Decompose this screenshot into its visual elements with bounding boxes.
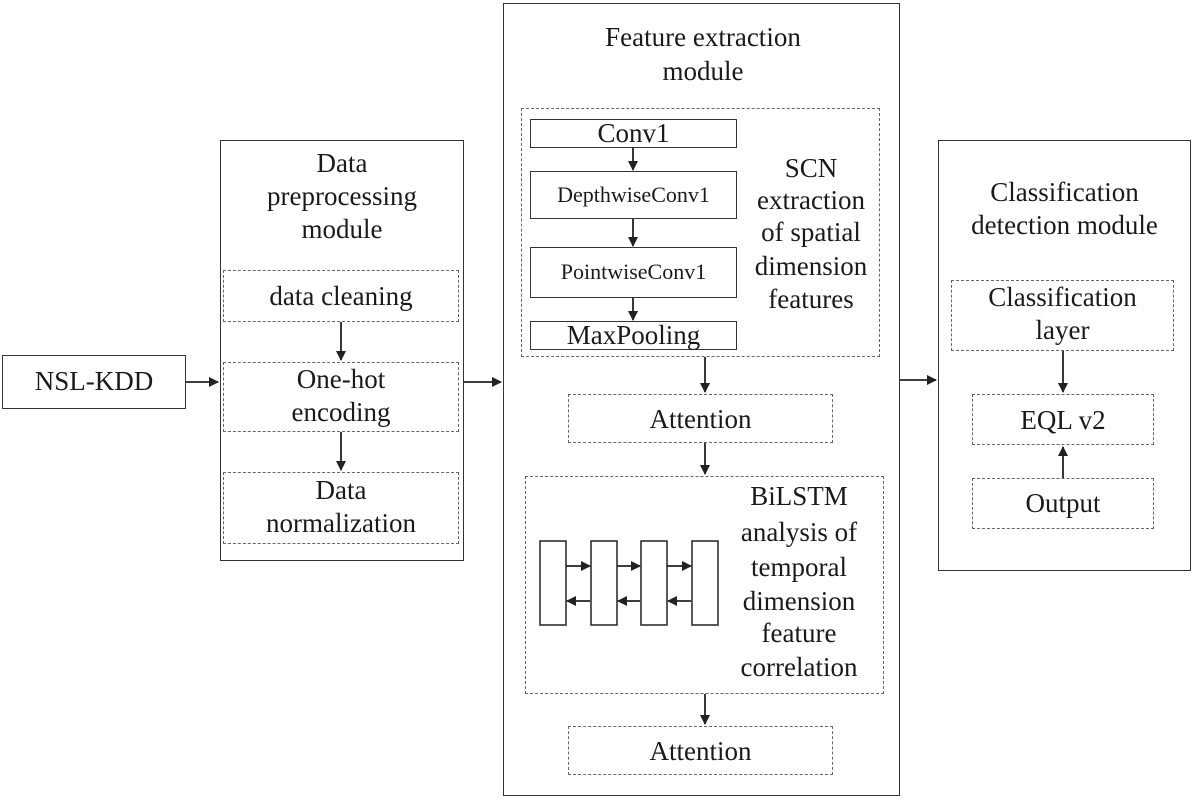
scn-caption-line-4: dimension <box>754 251 868 281</box>
scn-caption-line-1: SCN <box>784 153 838 183</box>
classification-title-line-2: detection module <box>971 210 1158 240</box>
data-normalization-label: Data normalization <box>266 475 416 538</box>
output-label: Output <box>1025 488 1101 518</box>
bilstm-caption-line-6: correlation <box>740 652 858 682</box>
feature-extraction-title-line-1: Feature extraction <box>605 22 801 52</box>
eql-v2-label: EQL v2 <box>1020 405 1106 435</box>
eql-v2-box <box>972 394 1154 445</box>
preprocessing-title-line-3: module <box>301 214 383 244</box>
data-normalization-box <box>223 472 459 544</box>
classification-layer-box <box>951 280 1174 351</box>
scn-caption-line-5: features <box>768 284 854 314</box>
bilstm-cell-1 <box>539 540 567 626</box>
bilstm-caption-line-5: feature <box>761 618 837 648</box>
bilstm-caption-line-1: BiLSTM <box>750 481 848 511</box>
one-hot-encoding-box <box>223 362 459 432</box>
depthwise-conv1-box <box>530 171 737 219</box>
attention-2-box <box>568 726 833 775</box>
pointwise-conv1-box <box>530 247 737 298</box>
scn-group <box>521 108 880 357</box>
bilstm-cell-2 <box>590 540 618 626</box>
data-cleaning-box <box>223 270 459 322</box>
bilstm-group <box>525 476 884 694</box>
attention-2-label: Attention <box>649 736 752 766</box>
classification-title-line-1: Classification <box>990 177 1139 207</box>
classification-module <box>938 140 1191 571</box>
scn-caption-line-3: of spatial <box>761 217 861 247</box>
attention-1-label: Attention <box>649 404 752 434</box>
bilstm-cell-3 <box>640 540 668 626</box>
conv1-box <box>530 119 737 148</box>
preprocessing-title-line-2: preprocessing <box>267 181 417 211</box>
pointwise-conv1-label: PointwiseConv1 <box>560 259 707 284</box>
attention-1-box <box>568 394 833 443</box>
output-box <box>972 478 1154 529</box>
classification-layer-label: Classification layer <box>988 282 1137 345</box>
one-hot-encoding-label: One-hot encoding <box>291 364 391 427</box>
data-cleaning-label: data cleaning <box>269 281 413 311</box>
feature-extraction-title-line-2: module <box>662 56 744 86</box>
bilstm-caption-line-2: analysis of <box>740 517 858 547</box>
bilstm-cell-4 <box>691 540 719 626</box>
bilstm-caption-line-4: dimension <box>742 586 856 616</box>
input-box <box>2 355 186 409</box>
conv1-label: Conv1 <box>597 118 670 148</box>
maxpooling-box <box>530 321 737 350</box>
input-label: NSL-KDD <box>34 366 154 396</box>
depthwise-conv1-label: DepthwiseConv1 <box>557 182 710 207</box>
feature-extraction-module <box>503 3 900 796</box>
maxpooling-label: MaxPooling <box>566 320 701 350</box>
scn-caption-line-2: extraction <box>757 185 865 215</box>
preprocessing-module <box>220 140 464 561</box>
preprocessing-title-line-1: Data <box>316 148 368 178</box>
bilstm-caption-line-3: temporal <box>751 552 847 582</box>
bilstm-cells <box>539 540 719 626</box>
